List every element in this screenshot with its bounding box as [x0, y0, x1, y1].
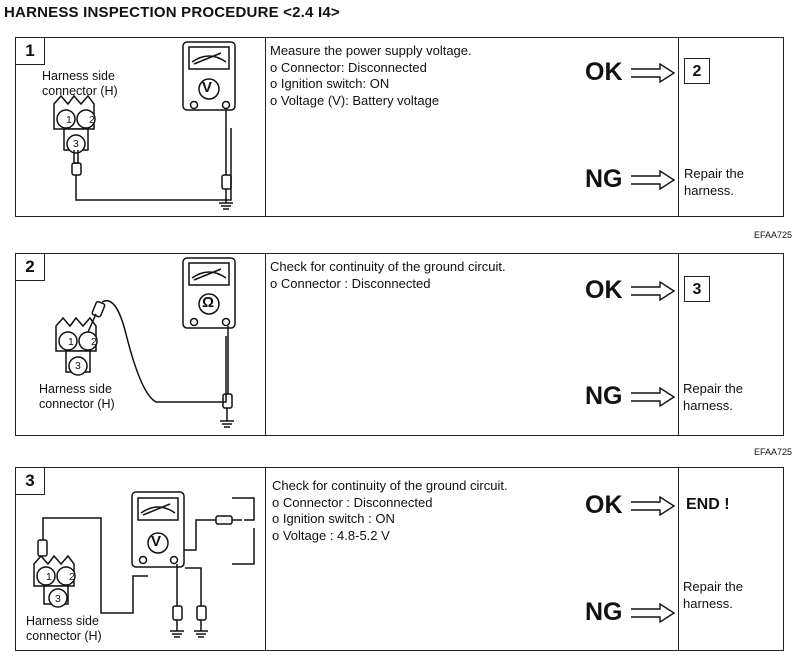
pin-label: 1	[68, 336, 74, 348]
instruction-line: Check for continuity of the ground circu…	[272, 478, 508, 493]
step-3-results: END ! Repair the harness.	[678, 468, 783, 650]
ng-label: NG	[585, 165, 623, 193]
step-2-diagram: 2	[16, 254, 266, 435]
instruction-line: o Connector : Disconnected	[272, 494, 433, 510]
pin-label: 2	[89, 114, 95, 126]
step-2: 2	[15, 253, 784, 436]
instruction-line: Measure the power supply voltage.	[270, 43, 472, 58]
instruction-line: o Connector : Disconnected	[270, 275, 431, 291]
instruction-line: o Ignition switch : ON	[272, 511, 395, 526]
multimeter-diagram	[33, 491, 255, 638]
page-title: HARNESS INSPECTION PROCEDURE <2.4 I4>	[4, 4, 340, 21]
pin-label: 2	[91, 336, 97, 348]
ng-label: NG	[585, 382, 623, 410]
instruction-line: o Voltage (V): Battery voltage	[270, 92, 440, 108]
connector-label: connector (H)	[26, 629, 102, 643]
pin-label: 3	[55, 593, 61, 605]
ng-result-text: harness.	[683, 595, 733, 611]
step-1-diagram: 1 Harness side connector (H)	[16, 38, 266, 216]
pin-label: 1	[46, 571, 52, 583]
ok-arrow-icon	[631, 63, 676, 83]
multimeter-diagram	[55, 257, 236, 428]
instruction-line: o Ignition switch: ON	[270, 76, 390, 91]
pin-label: 2	[69, 571, 75, 583]
ng-result-text: harness.	[683, 397, 733, 413]
ng-result-text: harness.	[684, 182, 734, 198]
pin-label: 3	[73, 138, 79, 150]
step-3: 3	[15, 467, 784, 651]
ng-arrow-icon	[631, 170, 676, 190]
step-1-results: 2 Repair the harness.	[678, 38, 783, 216]
meter-symbol: Ω	[202, 294, 215, 311]
meter-symbol: V	[202, 79, 213, 96]
ok-arrow-icon	[631, 281, 676, 301]
step-2-instructions: Check for continuity of the ground circu…	[265, 254, 679, 435]
step-number: 2	[16, 254, 45, 281]
ng-label: NG	[585, 598, 623, 626]
instruction-line: o Voltage : 4.8-5.2 V	[272, 527, 390, 543]
step-3-diagram: 3	[16, 468, 266, 650]
end-label: END !	[686, 496, 730, 513]
ok-label: OK	[585, 276, 623, 304]
ng-result-text: Repair the	[683, 579, 743, 594]
step-number: 1	[16, 38, 45, 65]
multimeter-diagram	[53, 41, 236, 210]
ok-arrow-icon	[631, 496, 676, 516]
instruction-line: Check for continuity of the ground circu…	[270, 259, 506, 274]
connector-label: connector (H)	[39, 397, 115, 411]
connector-label: Harness side	[42, 69, 115, 83]
ng-result-text: Repair the	[684, 166, 744, 181]
step-1: 1 Harness side connector (H)	[15, 37, 784, 217]
connector-label: Harness side	[39, 382, 112, 396]
ok-label: OK	[585, 491, 623, 519]
pin-label: 3	[75, 360, 81, 372]
connector-label: connector (H)	[42, 84, 118, 98]
meter-symbol: V	[151, 533, 162, 550]
ng-result-text: Repair the	[683, 381, 743, 396]
next-step-box: 3	[684, 276, 710, 302]
ok-label: OK	[585, 58, 623, 86]
instruction-line: o Connector: Disconnected	[270, 59, 427, 75]
pin-label: 1	[66, 114, 72, 126]
ng-arrow-icon	[631, 387, 676, 407]
connector-label: Harness side	[26, 614, 99, 628]
ng-arrow-icon	[631, 603, 676, 623]
figure-code: EFAA725	[753, 230, 792, 240]
step-3-instructions: Check for continuity of the ground circu…	[265, 468, 679, 650]
figure-code: EFAA725	[753, 447, 792, 457]
step-number: 3	[16, 468, 45, 495]
step-2-results: 3 Repair the harness.	[678, 254, 783, 435]
step-1-instructions: Measure the power supply voltage. o Conn…	[265, 38, 679, 216]
next-step-box: 2	[684, 58, 710, 84]
